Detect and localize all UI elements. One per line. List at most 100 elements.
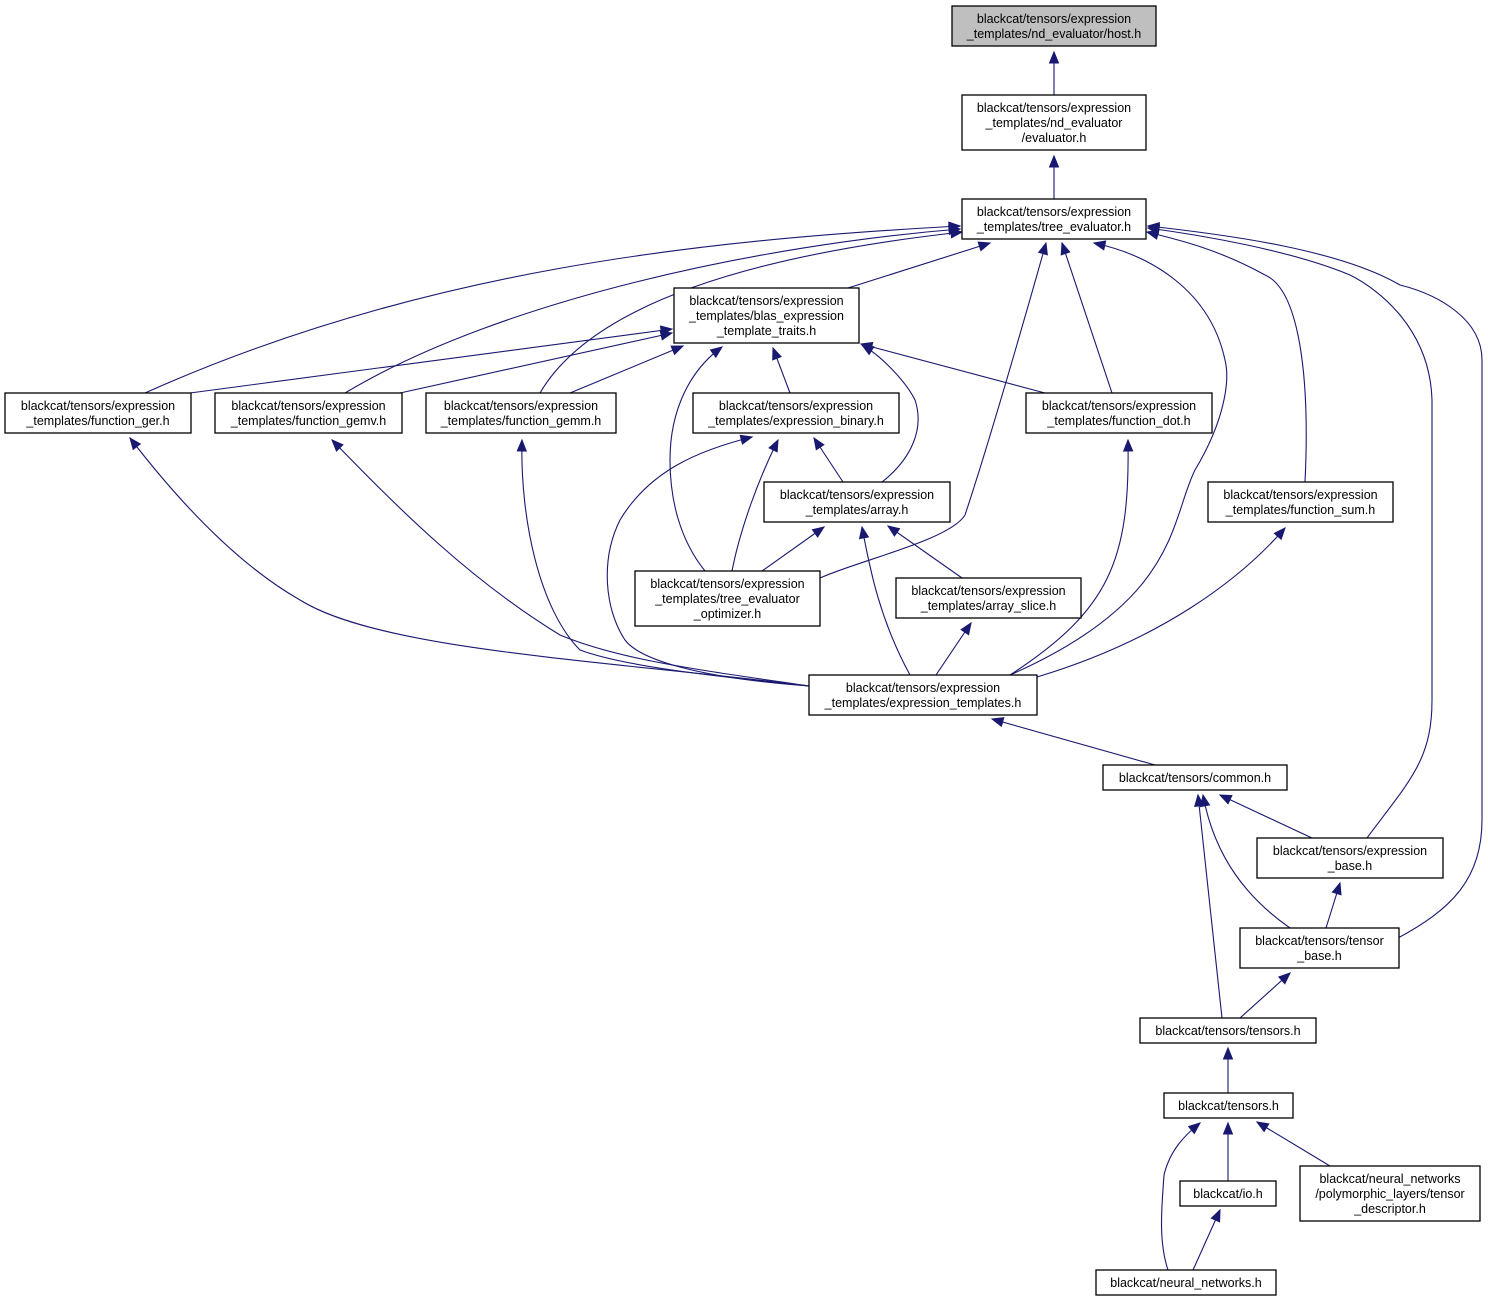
node-label-line: blackcat/tensors/expression bbox=[1273, 844, 1427, 858]
edge-evaluator-to-host bbox=[1048, 50, 1060, 95]
node-box bbox=[1256, 837, 1444, 879]
node-tensor-descriptor[interactable]: blackcat/neural_networks/polymorphic_lay… bbox=[1299, 1165, 1481, 1222]
node-box bbox=[634, 570, 821, 627]
node-box bbox=[895, 577, 1082, 619]
edge-arrowhead bbox=[1331, 881, 1342, 896]
node-expression-base[interactable]: blackcat/tensors/expression_base.h bbox=[1256, 837, 1444, 879]
node-box bbox=[1179, 1180, 1277, 1207]
node-label-line: blackcat/tensors.h bbox=[1178, 1099, 1279, 1113]
node-function-sum[interactable]: blackcat/tensors/expression_templates/fu… bbox=[1207, 481, 1394, 523]
edge-line bbox=[861, 344, 919, 483]
edge-expression_templates-to-function_ger bbox=[129, 436, 810, 687]
node-array[interactable]: blackcat/tensors/expression_templates/ar… bbox=[763, 481, 951, 523]
edge-line bbox=[1036, 527, 1286, 678]
node-tree-evaluator[interactable]: blackcat/tensors/expression_templates/tr… bbox=[961, 198, 1147, 240]
node-neural-networks[interactable]: blackcat/neural_networks.h bbox=[1095, 1269, 1277, 1296]
node-tensors[interactable]: blackcat/tensors.h bbox=[1163, 1092, 1294, 1119]
edge-arrowhead bbox=[1273, 527, 1286, 541]
edge-arrowhead bbox=[1092, 240, 1107, 251]
node-label-line: blackcat/tensors/expression bbox=[650, 577, 804, 591]
node-function-gemm[interactable]: blackcat/tensors/expression_templates/fu… bbox=[425, 392, 617, 434]
edge-line bbox=[569, 345, 684, 394]
edge-line bbox=[819, 242, 1047, 579]
node-label-line: blackcat/neural_networks.h bbox=[1110, 1276, 1262, 1290]
nodes-layer: blackcat/tensors/expression_templates/nd… bbox=[4, 5, 1481, 1296]
edge-line bbox=[1147, 225, 1483, 939]
node-io[interactable]: blackcat/io.h bbox=[1179, 1180, 1277, 1207]
edge-expression_templates-to-function_sum bbox=[1036, 527, 1286, 678]
node-evaluator[interactable]: blackcat/tensors/expression_templates/nd… bbox=[961, 94, 1147, 151]
edge-optimizer-to-expression_binary bbox=[731, 438, 779, 572]
edge-expression_templates-to-tree_evaluator bbox=[1009, 240, 1228, 676]
node-label-line: _templates/tree_evaluator.h bbox=[976, 220, 1131, 234]
edge-expression_templates-to-function_dot bbox=[1009, 438, 1134, 676]
edge-line bbox=[129, 437, 810, 687]
node-expression-binary[interactable]: blackcat/tensors/expression_templates/ex… bbox=[692, 392, 900, 434]
edge-arrowhead bbox=[990, 717, 1005, 728]
edge-expression_base-to-common bbox=[1218, 794, 1313, 839]
edge-tensor_base-to-expression_base bbox=[1325, 881, 1342, 929]
edge-line bbox=[1146, 231, 1307, 483]
node-box bbox=[763, 481, 951, 523]
node-optimizer[interactable]: blackcat/tensors/expression_templates/tr… bbox=[634, 570, 821, 627]
edge-arrowhead bbox=[859, 341, 874, 353]
node-label-line: blackcat/tensors/expression bbox=[846, 681, 1000, 695]
node-tensor-base[interactable]: blackcat/tensors/tensor_base.h bbox=[1239, 927, 1400, 969]
edge-arrowhead bbox=[768, 438, 779, 453]
node-label-line: _template_traits.h bbox=[716, 324, 816, 338]
node-label-line: _templates/blas_expression bbox=[688, 309, 844, 323]
edge-line bbox=[1009, 242, 1228, 676]
node-box bbox=[425, 392, 617, 434]
edge-function_ger-to-blas_traits bbox=[189, 325, 674, 394]
edge-expression_templates-to-function_gemm bbox=[516, 438, 810, 687]
edge-array-to-expression_binary bbox=[813, 436, 844, 483]
node-box bbox=[673, 287, 860, 344]
node-label-line: _templates/function_sum.h bbox=[1225, 503, 1375, 517]
edge-line bbox=[1061, 242, 1113, 394]
edge-function_gemm-to-tree_evaluator bbox=[539, 228, 964, 394]
node-label-line: blackcat/tensors/expression bbox=[719, 399, 873, 413]
edge-common-to-expression_templates bbox=[990, 717, 1156, 766]
edge-arrowhead bbox=[659, 330, 674, 341]
edge-arrowhead bbox=[811, 526, 826, 538]
node-label-line: blackcat/tensors/tensors.h bbox=[1155, 1024, 1300, 1038]
edge-expression_templates-to-array_slice bbox=[935, 621, 972, 676]
node-label-line: _templates/function_gemv.h bbox=[230, 414, 386, 428]
node-box bbox=[1095, 1269, 1277, 1296]
edge-arrowhead bbox=[1255, 1121, 1270, 1133]
edge-arrowhead bbox=[1060, 241, 1071, 256]
node-box bbox=[1102, 764, 1288, 791]
edge-expression_templates-to-expression_binary bbox=[606, 434, 810, 687]
node-label-line: /polymorphic_layers/tensor bbox=[1315, 1187, 1464, 1201]
node-label-line: _optimizer.h bbox=[693, 607, 761, 621]
node-label-line: _templates/array_slice.h bbox=[920, 599, 1057, 613]
node-box bbox=[951, 5, 1157, 47]
edge-line bbox=[847, 242, 991, 289]
node-label-line: _templates/function_gemm.h bbox=[440, 414, 602, 428]
edge-line bbox=[1009, 439, 1129, 676]
node-array-slice[interactable]: blackcat/tensors/expression_templates/ar… bbox=[895, 577, 1082, 619]
node-label-line: blackcat/tensors/expression bbox=[977, 205, 1131, 219]
edge-arrowhead bbox=[129, 436, 142, 451]
node-label-line: blackcat/tensors/expression bbox=[1223, 488, 1377, 502]
edge-tree_evaluator-to-evaluator bbox=[1048, 154, 1060, 199]
node-function-ger[interactable]: blackcat/tensors/expression_templates/fu… bbox=[4, 392, 192, 434]
edge-arrowhead bbox=[772, 346, 782, 361]
node-tensors-dir[interactable]: blackcat/tensors/tensors.h bbox=[1139, 1017, 1317, 1044]
node-function-dot[interactable]: blackcat/tensors/expression_templates/fu… bbox=[1025, 392, 1213, 434]
node-label-line: blackcat/tensors/tensor bbox=[1255, 934, 1384, 948]
node-label-line: blackcat/tensors/expression bbox=[977, 101, 1131, 115]
edge-arrowhead bbox=[1277, 972, 1291, 985]
node-blas-traits[interactable]: blackcat/tensors/expression_templates/bl… bbox=[673, 287, 860, 344]
node-common[interactable]: blackcat/tensors/common.h bbox=[1102, 764, 1288, 791]
edge-arrowhead bbox=[709, 346, 724, 359]
node-box bbox=[961, 198, 1147, 240]
node-box bbox=[4, 392, 192, 434]
edge-optimizer-to-array bbox=[761, 526, 826, 572]
edge-line bbox=[991, 718, 1156, 766]
edge-io-to-tensors bbox=[1222, 1121, 1234, 1181]
node-box bbox=[1139, 1017, 1317, 1044]
node-label-line: _descriptor.h bbox=[1353, 1202, 1426, 1216]
node-function-gemv[interactable]: blackcat/tensors/expression_templates/fu… bbox=[214, 392, 403, 434]
node-expression-templates[interactable]: blackcat/tensors/expression_templates/ex… bbox=[808, 674, 1038, 716]
